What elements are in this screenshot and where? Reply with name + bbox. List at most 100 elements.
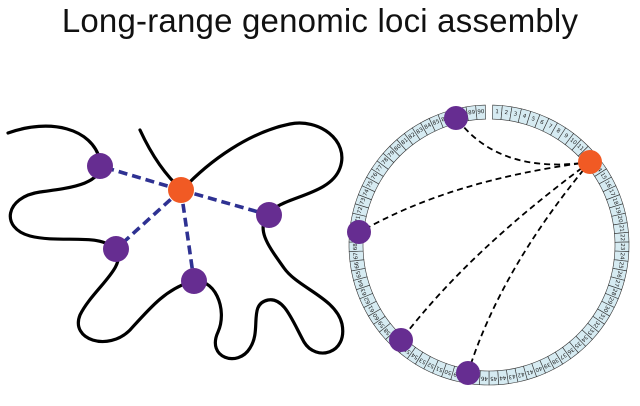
ring-segment-label: 45 — [490, 375, 498, 381]
ring-segment-label: 8 — [555, 128, 562, 135]
ring-segment-label: 6 — [539, 119, 545, 126]
ring-segment-label: 36 — [565, 346, 575, 355]
ring-segment-label: 3 — [513, 111, 518, 118]
ring-segment-label: 34 — [579, 333, 589, 343]
ring-segment-label: 64 — [358, 278, 366, 287]
ring-locus-dot-2 — [347, 220, 371, 244]
ring-segment-label: 43 — [507, 372, 515, 379]
ring-locus-dot-4 — [456, 361, 480, 385]
chromatin-strand-main — [6, 121, 345, 361]
ring-segment-label: 2 — [504, 110, 508, 116]
ring-segment-label: 76 — [371, 172, 380, 182]
ring-segment-label: 42 — [517, 370, 525, 378]
arc-contact-2 — [359, 161, 591, 233]
ring-segment-label: 4 — [522, 113, 527, 120]
ring-segment-label: 83 — [415, 127, 425, 136]
contact-line-2 — [114, 188, 183, 251]
ring-segment-label: 46 — [480, 375, 488, 381]
ring-segment-label: 19 — [614, 206, 622, 215]
ring-segment-label: 25 — [617, 261, 624, 269]
ring-locus-dot-3 — [389, 328, 413, 352]
ring-segment-label: 62 — [364, 296, 372, 305]
ring-segment-label: 67 — [353, 252, 360, 260]
ring-segment-label: 35 — [572, 340, 582, 349]
ring-segment-label: 54 — [410, 351, 420, 360]
ring-segment-label: 85 — [432, 119, 441, 127]
ring-segment-label: 50 — [444, 368, 453, 376]
locus-dot-1 — [87, 153, 113, 179]
anchor-dot-ring — [578, 150, 602, 174]
ring-segment-label: 22 — [619, 234, 625, 241]
ring-segment-label: 23 — [619, 243, 625, 251]
ring-segment-label: 26 — [615, 270, 622, 279]
ring-segment-label: 71 — [355, 215, 362, 223]
locus-dot-4 — [256, 202, 282, 228]
ring-segment-label: 79 — [387, 150, 396, 160]
arc-contact-1 — [457, 119, 591, 166]
locus-dot-2 — [103, 236, 129, 262]
ring-segment-label: 15 — [599, 172, 608, 182]
circular-genome-panel: 1234567891011121314151617181920212223242… — [347, 104, 630, 386]
ring-segment-label: 61 — [368, 304, 377, 313]
ring-segment-label: 55 — [403, 345, 413, 354]
genome-ring: 1234567891011121314151617181920212223242… — [348, 104, 630, 386]
contact-line-1 — [99, 164, 182, 192]
ring-segment-label: 24 — [618, 252, 625, 260]
ring-segment-label: 1 — [495, 109, 499, 115]
ring-segment-label: 68 — [353, 243, 359, 251]
ring-segment-label: 32 — [591, 319, 600, 328]
ring-segment-label: 77 — [376, 164, 385, 174]
ring-segment-label: 28 — [609, 287, 617, 296]
ring-segment-label: 75 — [366, 180, 375, 189]
ring-segment-label: 51 — [435, 364, 444, 372]
ring-segment-label: 31 — [597, 312, 606, 321]
ring-segment-label: 17 — [607, 189, 615, 198]
ring-segment-label: 80 — [393, 143, 403, 153]
ring-segment-label: 20 — [616, 215, 623, 224]
contact-line-4 — [180, 188, 270, 217]
contact-lines-left — [99, 164, 270, 282]
ring-segment-label: 33 — [585, 327, 594, 337]
arc-contact-3 — [400, 161, 591, 341]
ring-segment-label: 78 — [381, 156, 390, 166]
ring-segment-label: 60 — [372, 311, 381, 321]
ring-segment-label: 16 — [603, 180, 612, 189]
locus-dot-3 — [181, 268, 207, 294]
anchor-dot-left — [168, 177, 194, 203]
ring-segment-label: 39 — [542, 361, 551, 370]
ring-segment-label: 38 — [550, 356, 559, 365]
ring-segment-label: 73 — [359, 197, 367, 206]
ring-segment-label: 65 — [355, 270, 362, 279]
ring-segment-label: 18 — [611, 197, 619, 206]
ring-locus-dot-1 — [444, 106, 468, 130]
ring-segment-label: 21 — [618, 225, 625, 233]
diagram-title: Long-range genomic loci assembly — [61, 2, 579, 39]
ring-segment-label: 11 — [575, 143, 584, 152]
ring-segment-label: 9 — [563, 133, 570, 140]
folded-chromatin-panel — [6, 121, 345, 361]
ring-segment-label: 74 — [362, 188, 370, 197]
ring-segment-label: 37 — [558, 351, 568, 360]
ring-segment-label: 29 — [606, 296, 615, 305]
ring-segment-label: 5 — [530, 116, 536, 123]
ring-segment-label: 66 — [354, 261, 361, 269]
ring-segment-label: 81 — [400, 137, 409, 146]
ring-segment-label: 52 — [427, 361, 436, 369]
ring-segment-label: 7 — [547, 123, 553, 130]
ring-segment-label: 84 — [424, 122, 433, 131]
ring-segment — [475, 104, 487, 120]
ring-segment-label: 44 — [498, 374, 506, 381]
ring-segment-label: 59 — [377, 319, 386, 329]
ring-segment-label: 63 — [360, 287, 368, 296]
ring-segment-label: 90 — [477, 109, 485, 115]
ring-segment-label: 89 — [468, 110, 476, 117]
ring-segment-label: 10 — [568, 137, 578, 146]
ring-segment-label: 40 — [534, 364, 543, 372]
ring-segment-label: 72 — [357, 206, 365, 214]
ring-segment-label: 30 — [601, 304, 610, 313]
contact-lines-right — [359, 119, 591, 374]
ring-segment-label: 82 — [408, 132, 417, 141]
arc-contact-4 — [467, 161, 591, 374]
